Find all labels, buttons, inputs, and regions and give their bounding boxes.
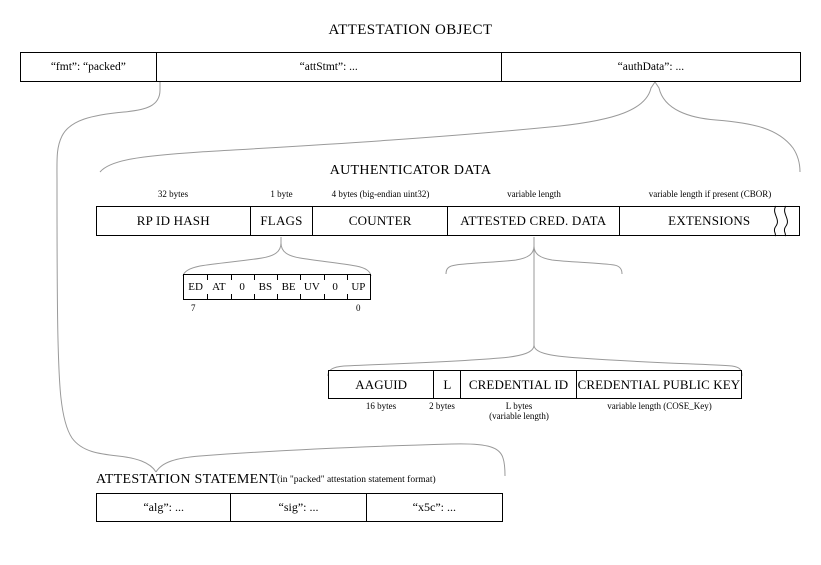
connector-flags-right <box>280 237 372 277</box>
size-label-extensions: variable length if present (CBOR) <box>648 189 772 199</box>
size-label-counter: 4 bytes (big-endian uint32) <box>331 189 430 199</box>
connector-authdata-left <box>99 81 656 173</box>
attestation-statement-note: (in "packed" attestation statement forma… <box>277 475 436 485</box>
size-label-attested-cred-data: variable length <box>507 189 561 199</box>
bit-index-lsb: 0 <box>356 303 361 313</box>
field-x5c[interactable]: “x5c”: ... <box>412 500 456 514</box>
connector-authdata-right <box>654 81 801 173</box>
connector-acd-upper-right <box>533 237 623 275</box>
flag-bit-up[interactable]: UP <box>346 275 370 299</box>
attestation-object-row: “fmt”: “packed” “attStmt”: ... “authData… <box>20 52 801 82</box>
field-counter[interactable]: COUNTER <box>313 207 448 235</box>
flag-bit-uv[interactable]: UV <box>300 275 323 299</box>
field-alg[interactable]: “alg”: ... <box>97 494 232 521</box>
diagram-title: ATTESTATION OBJECT <box>328 22 493 38</box>
attestation-statement-title: ATTESTATION STATEMENT <box>96 472 278 487</box>
field-authdata[interactable]: “authData”: ... <box>617 61 685 73</box>
flag-bit-reserved-1[interactable]: 0 <box>323 275 347 299</box>
connector-flags-left <box>182 237 282 277</box>
flags-bitfield: ED AT 0 BS BE UV 0 UP <box>183 274 371 300</box>
size-label-aaguid: 16 bytes <box>365 401 397 411</box>
authenticator-data-title: AUTHENTICATOR DATA <box>329 163 492 178</box>
field-extensions[interactable]: EXTENSIONS <box>668 213 751 228</box>
connector-acd-upper-left <box>445 237 535 275</box>
flag-bit-bs[interactable]: BS <box>253 275 277 299</box>
bit-index-msb: 7 <box>191 303 196 313</box>
field-sig[interactable]: “sig”: ... <box>231 494 367 521</box>
flag-bit-reserved-5[interactable]: 0 <box>230 275 254 299</box>
field-flags[interactable]: FLAGS <box>251 207 314 235</box>
connector-attstmt-outer <box>56 82 161 473</box>
size-label-credential-id: L bytes (variable length) <box>489 401 549 422</box>
field-fmt[interactable]: “fmt”: “packed” <box>21 53 157 81</box>
flag-bit-ed[interactable]: ED <box>188 281 203 293</box>
field-credential-id-length[interactable]: L <box>434 371 462 398</box>
size-label-rp-id-hash: 32 bytes <box>157 189 189 199</box>
field-credential-id[interactable]: CREDENTIAL ID <box>461 371 577 398</box>
authenticator-data-row: RP ID HASH FLAGS COUNTER ATTESTED CRED. … <box>96 206 800 236</box>
size-label-credential-id-length: 2 bytes <box>429 401 455 411</box>
field-rp-id-hash[interactable]: RP ID HASH <box>97 207 251 235</box>
field-attstmt[interactable]: “attStmt”: ... <box>157 53 502 81</box>
flag-bit-be[interactable]: BE <box>277 275 300 299</box>
attested-credential-data-row: AAGUID L CREDENTIAL ID CREDENTIAL PUBLIC… <box>328 370 742 399</box>
field-aaguid[interactable]: AAGUID <box>329 371 435 398</box>
break-mask <box>771 207 791 235</box>
size-label-flags: 1 byte <box>270 189 293 199</box>
field-attested-cred-data[interactable]: ATTESTED CRED. DATA <box>448 207 620 235</box>
attestation-statement-row: “alg”: ... “sig”: ... “x5c”: ... <box>96 493 503 522</box>
size-label-credential-public-key: variable length (COSE_Key) <box>607 401 712 411</box>
flag-bit-at[interactable]: AT <box>207 275 230 299</box>
field-credential-public-key[interactable]: CREDENTIAL PUBLIC KEY <box>577 376 741 392</box>
